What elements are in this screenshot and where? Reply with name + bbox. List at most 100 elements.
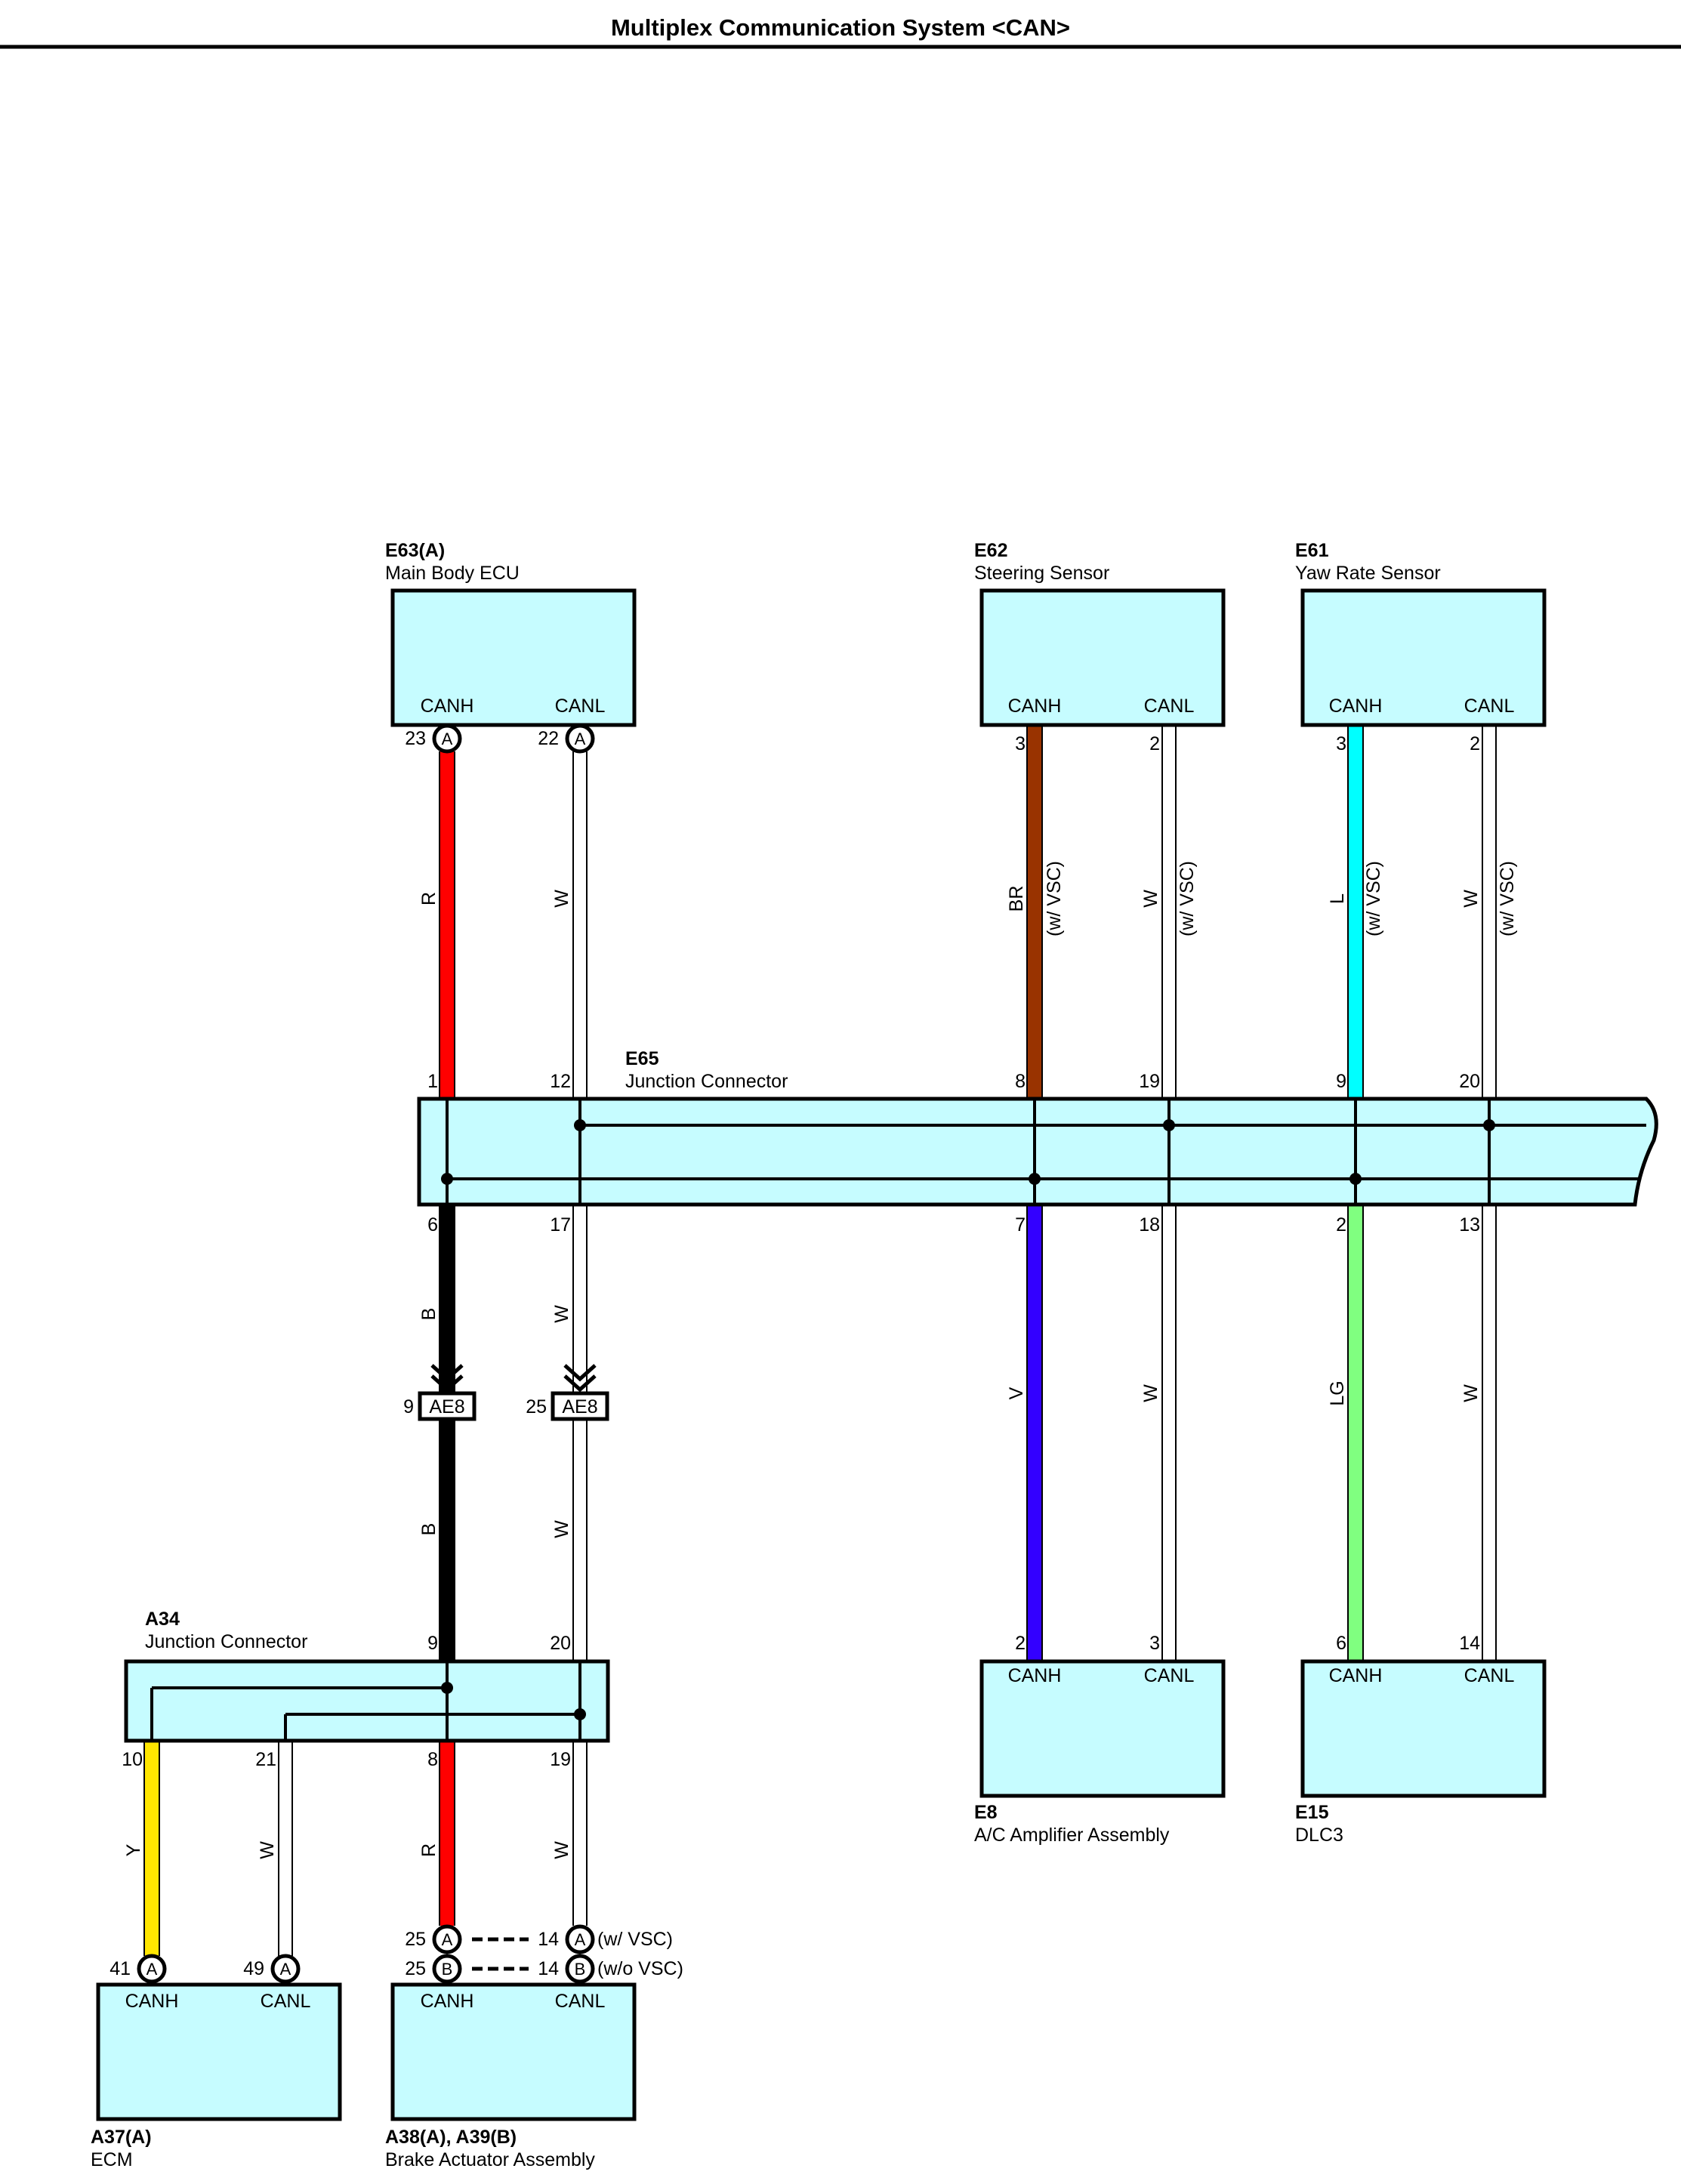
connector-a-letter: A (442, 730, 453, 748)
pin-number: 19 (550, 1749, 571, 1770)
e15-code: E15 (1295, 1802, 1329, 1823)
component-e15: CANH CANL E15 DLC3 (1295, 1659, 1547, 1846)
connector-b-letter: B (442, 1960, 453, 1979)
a37-name: ECM (91, 2149, 133, 2170)
pin-number: 21 (255, 1749, 276, 1770)
ae8-box (418, 1391, 477, 1421)
vsc-note: (w/ VSC) (1177, 861, 1198, 936)
wire-label: V (1006, 1387, 1027, 1399)
ae8-label: AE8 (562, 1396, 597, 1417)
pin-number: 14 (538, 1929, 559, 1950)
e65-box (417, 1097, 1658, 1207)
e62-pin-canl: CANL (1144, 696, 1195, 717)
component-e65: E65 Junction Connector (417, 1048, 1658, 1207)
component-e63: E63(A) Main Body ECU CANH CANL (385, 540, 637, 727)
vsc-note: (w/ VSC) (1363, 861, 1384, 936)
e63-pin-canh: CANH (421, 696, 474, 717)
page-title: Multiplex Communication System <CAN> (611, 14, 1070, 41)
connector-b-circle (432, 1954, 462, 1984)
e15-name: DLC3 (1295, 1825, 1343, 1846)
e65-dot (1349, 1173, 1362, 1185)
connector-b-letter: B (575, 1960, 586, 1979)
connector-a-circle (137, 1954, 167, 1984)
wire-label: W (551, 890, 572, 908)
pin-number: 20 (550, 1633, 571, 1654)
connector-a-letter: A (575, 730, 586, 748)
component-e62: E62 Steering Sensor CANH CANL (974, 540, 1226, 727)
component-a37: CANH CANL A37(A) ECM (91, 1982, 342, 2170)
a34-code: A34 (145, 1609, 180, 1630)
pin-number: 6 (427, 1214, 438, 1235)
pin-number: 9 (1336, 1071, 1346, 1092)
pin-number: 1 (427, 1071, 438, 1092)
wire-label: W (551, 1305, 572, 1323)
wire-labels: R W BR (w/ VSC) W (w/ VSC) L (w/ VSC) W … (123, 861, 1518, 1859)
pin-number: 8 (427, 1749, 438, 1770)
chevron-down-icon (563, 1364, 597, 1382)
a34-box (124, 1659, 610, 1743)
ae8-label: AE8 (429, 1396, 464, 1417)
component-a34: A34 Junction Connector (124, 1609, 610, 1743)
e63-box (390, 588, 637, 727)
pin-number: 9 (427, 1633, 438, 1654)
pin-number: 8 (1015, 1071, 1026, 1092)
a37-box (96, 1982, 342, 2121)
e8-pin-canl: CANL (1144, 1665, 1195, 1686)
connector-a-circle (432, 1924, 462, 1954)
e15-pin-canh: CANH (1329, 1665, 1383, 1686)
pin-number: 25 (405, 1958, 426, 1979)
connector-b-circle (565, 1954, 595, 1984)
connector-a-circle (432, 723, 462, 754)
connector-a-circle (565, 1924, 595, 1954)
e62-box (979, 588, 1226, 727)
e8-code: E8 (974, 1802, 998, 1823)
pin-number: 14 (1459, 1633, 1480, 1654)
wire-label: W (257, 1841, 278, 1859)
pin-number: 41 (109, 1958, 131, 1979)
pin-numbers: 23 22 3 2 3 2 1 12 8 19 9 20 6 17 7 18 2… (109, 728, 1480, 1979)
component-e61: E61 Yaw Rate Sensor CANH CANL (1295, 540, 1547, 727)
ae8-right: AE8 (551, 1364, 609, 1421)
pin-number: 3 (1149, 1633, 1160, 1654)
e61-pin-canl: CANL (1464, 696, 1515, 717)
e63-code: E63(A) (385, 540, 445, 561)
e8-name: A/C Amplifier Assembly (974, 1825, 1170, 1846)
pin-number: 17 (550, 1214, 571, 1235)
e15-pin-canl: CANL (1464, 1665, 1515, 1686)
pin-number: 12 (550, 1071, 571, 1092)
wire-label: L (1327, 893, 1348, 904)
e65-dot (1029, 1173, 1041, 1185)
a38-code: A38(A), A39(B) (385, 2127, 517, 2148)
a37-pin-canh: CANH (125, 1991, 179, 2012)
wire-label: W (1140, 890, 1161, 908)
inline-connectors: AE8 AE8 (418, 1364, 609, 1421)
e63-pin-canl: CANL (555, 696, 606, 717)
pin-number: 22 (538, 728, 559, 749)
e62-name: Steering Sensor (974, 563, 1109, 584)
wire-label: R (418, 1843, 440, 1857)
e8-box (979, 1659, 1226, 1798)
e63-name: Main Body ECU (385, 563, 520, 584)
a38-name: Brake Actuator Assembly (385, 2149, 595, 2170)
e65-name: Junction Connector (625, 1071, 788, 1092)
a38-pin-canl: CANL (555, 1991, 606, 2012)
a34-name: Junction Connector (145, 1631, 307, 1652)
connector-a-letter: A (442, 1930, 453, 1949)
e65-code: E65 (625, 1048, 659, 1069)
ae8-box (551, 1391, 609, 1421)
pin-number: 3 (1336, 733, 1346, 754)
pin-number: 7 (1015, 1214, 1026, 1235)
wire-label: B (418, 1308, 440, 1321)
pin-number: 25 (405, 1929, 426, 1950)
e8-pin-canh: CANH (1008, 1665, 1062, 1686)
pin-number: 2 (1015, 1633, 1026, 1654)
e61-name: Yaw Rate Sensor (1295, 563, 1441, 584)
e65-dot (574, 1119, 586, 1131)
connector-a-circle (270, 1954, 301, 1984)
e15-box (1300, 1659, 1547, 1798)
pin-number: 2 (1336, 1214, 1346, 1235)
pin-number: 13 (1459, 1214, 1480, 1235)
connector-a-letter: A (575, 1930, 586, 1949)
pin-number: 20 (1459, 1071, 1480, 1092)
